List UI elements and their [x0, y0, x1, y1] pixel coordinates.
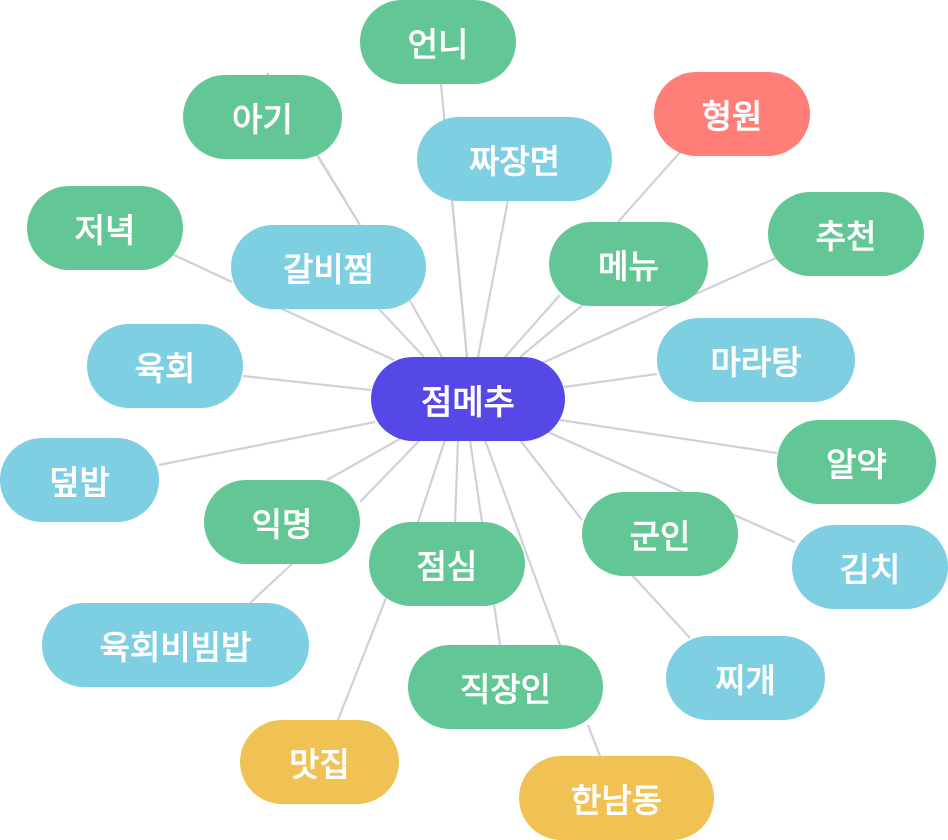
node-jeomsim[interactable]: 점심	[369, 522, 525, 606]
node-jikjangin[interactable]: 직장인	[408, 645, 603, 729]
node-menu[interactable]: 메뉴	[549, 222, 708, 306]
edge-deopbap	[158, 420, 376, 467]
node-hyeongwon[interactable]: 형원	[654, 72, 810, 156]
edge-gunin	[519, 439, 583, 521]
edge-jjajangmyeon	[450, 199, 469, 358]
node-ikmyeong[interactable]: 익명	[204, 480, 360, 564]
edge-agi	[314, 151, 361, 226]
edge-albap	[559, 418, 778, 455]
node-albap[interactable]: 알약	[777, 420, 936, 504]
edge-jjigae	[631, 574, 691, 639]
node-matjip[interactable]: 맛집	[240, 720, 399, 804]
edge-galbijjim	[405, 293, 443, 358]
node-gunin[interactable]: 군인	[582, 492, 738, 576]
edge-yukhoe	[242, 374, 372, 392]
node-center[interactable]: 점메추	[371, 357, 565, 441]
edge-malatang	[563, 372, 658, 389]
edge-menu	[519, 302, 586, 358]
edge-chucheon	[539, 256, 777, 366]
edge-hyeongwon	[617, 149, 683, 223]
node-jjajangmyeon[interactable]: 짜장면	[417, 117, 612, 201]
edge-menu	[504, 294, 561, 358]
node-yukhoebibimbap[interactable]: 육회비빔밥	[42, 603, 309, 687]
edge-galbijjim	[377, 307, 425, 358]
node-jeonyeok[interactable]: 저녁	[27, 186, 183, 270]
node-kimchi[interactable]: 김치	[792, 525, 948, 609]
edge-jeonyeok	[171, 253, 233, 283]
edge-hannamdong	[586, 724, 602, 757]
edge-galbijjim	[279, 306, 395, 362]
node-unni[interactable]: 언니	[360, 0, 516, 84]
edge-jeomsim	[453, 439, 460, 523]
edge-jjajangmyeon	[476, 199, 510, 358]
edge-jikjangin	[483, 439, 562, 646]
edge-ikmyeong	[359, 439, 421, 503]
node-hannamdong[interactable]: 한남동	[519, 756, 714, 840]
edge-kimchi	[547, 430, 796, 544]
node-chucheon[interactable]: 추천	[768, 192, 924, 276]
node-deopbap[interactable]: 덮밥	[0, 438, 159, 522]
edge-yukhoebibimbap	[249, 562, 294, 604]
edge-matjip	[336, 597, 388, 721]
node-yukhoe[interactable]: 육회	[87, 324, 243, 408]
node-galbijjim[interactable]: 갈비찜	[231, 225, 426, 309]
edge-ikmyeong	[326, 435, 406, 481]
node-malatang[interactable]: 마라탕	[657, 318, 855, 402]
node-jjigae[interactable]: 찌개	[666, 636, 825, 720]
edge-jeomsim	[416, 439, 447, 523]
node-agi[interactable]: 아기	[183, 75, 342, 159]
